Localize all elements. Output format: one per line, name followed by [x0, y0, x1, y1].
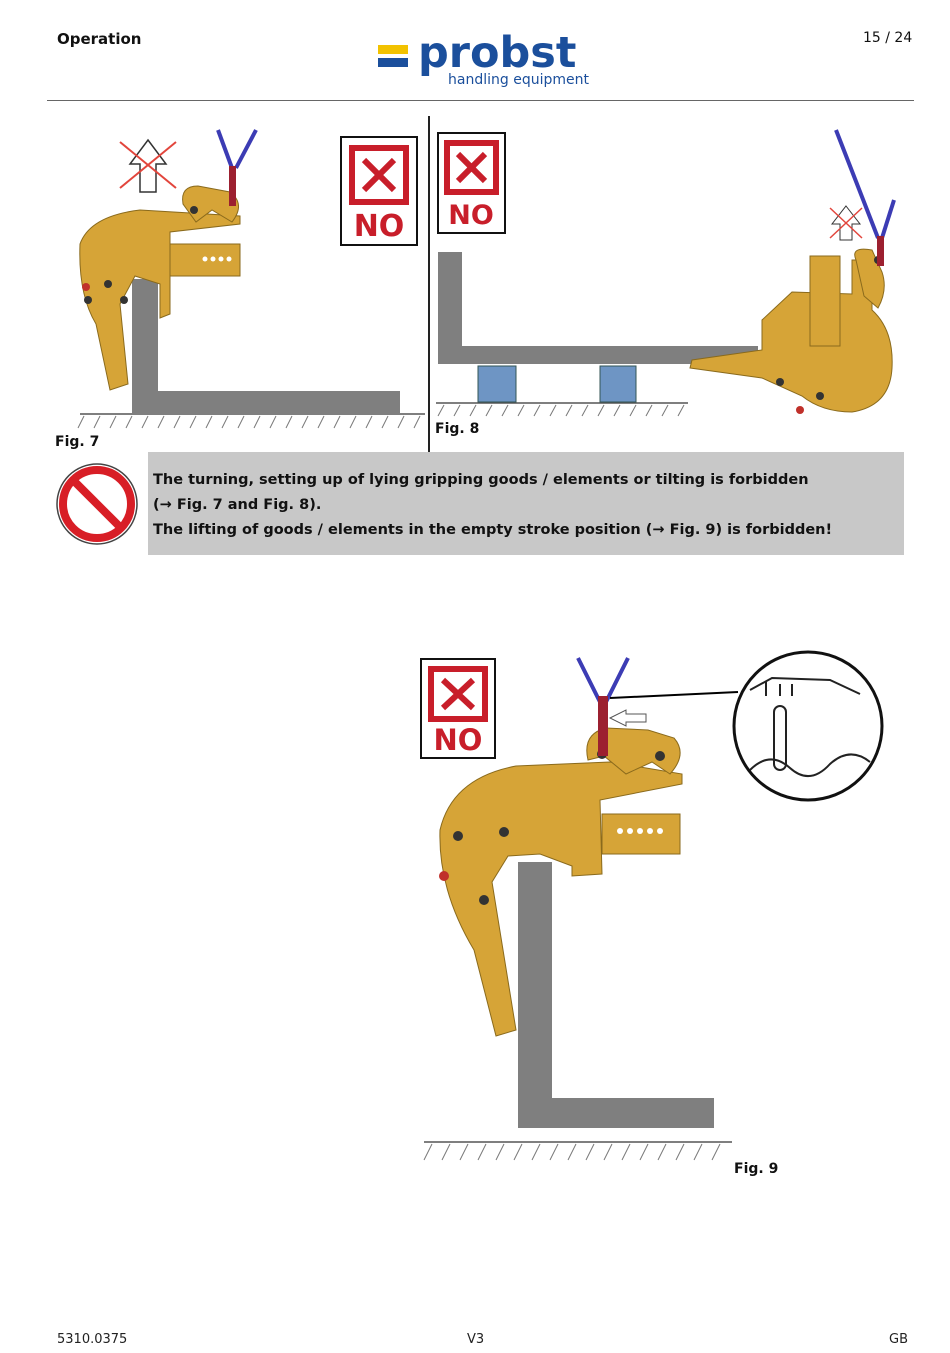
- logo-yellow-bar: [378, 45, 408, 54]
- warning-box: The turning, setting up of lying grippin…: [148, 452, 904, 555]
- fig9-no-text: NO: [434, 723, 483, 757]
- document-number: 5310.0375: [57, 1332, 128, 1347]
- fig7-no-sign: NO: [340, 136, 418, 246]
- probst-logo: probst handling equipment: [378, 28, 593, 96]
- fig9-label: Fig. 9: [734, 1161, 779, 1177]
- language-code: GB: [889, 1332, 908, 1347]
- warning-line-2: (→ Fig. 7 and Fig. 8).: [153, 497, 322, 513]
- fig9-no-sign: NO: [420, 658, 496, 759]
- fig9-illustration: [423, 650, 884, 1161]
- version: V3: [467, 1332, 485, 1347]
- fig7-illustration: [77, 129, 425, 429]
- fig7-no-text: NO: [354, 209, 405, 244]
- warning-line-1: The turning, setting up of lying grippin…: [153, 472, 809, 488]
- header-divider: [47, 100, 914, 101]
- logo-blue-bar: [378, 58, 408, 67]
- figure-divider: [428, 116, 430, 452]
- warning-line-3: The lifting of goods / elements in the e…: [153, 522, 833, 538]
- logo-subtitle: handling equipment: [448, 72, 589, 88]
- fig8-no-sign: NO: [437, 132, 506, 234]
- logo-wordmark: probst: [418, 28, 577, 78]
- fig7-label: Fig. 7: [55, 434, 100, 450]
- fig8-illustration: [436, 129, 896, 417]
- page-number: 15 / 24: [863, 30, 913, 46]
- section-title: Operation: [57, 30, 142, 48]
- fig8-label: Fig. 8: [435, 421, 480, 437]
- fig8-no-text: NO: [448, 200, 494, 231]
- prohibition-icon: [56, 463, 138, 545]
- page-header: Operation probst handling equipment 15 /…: [0, 0, 950, 104]
